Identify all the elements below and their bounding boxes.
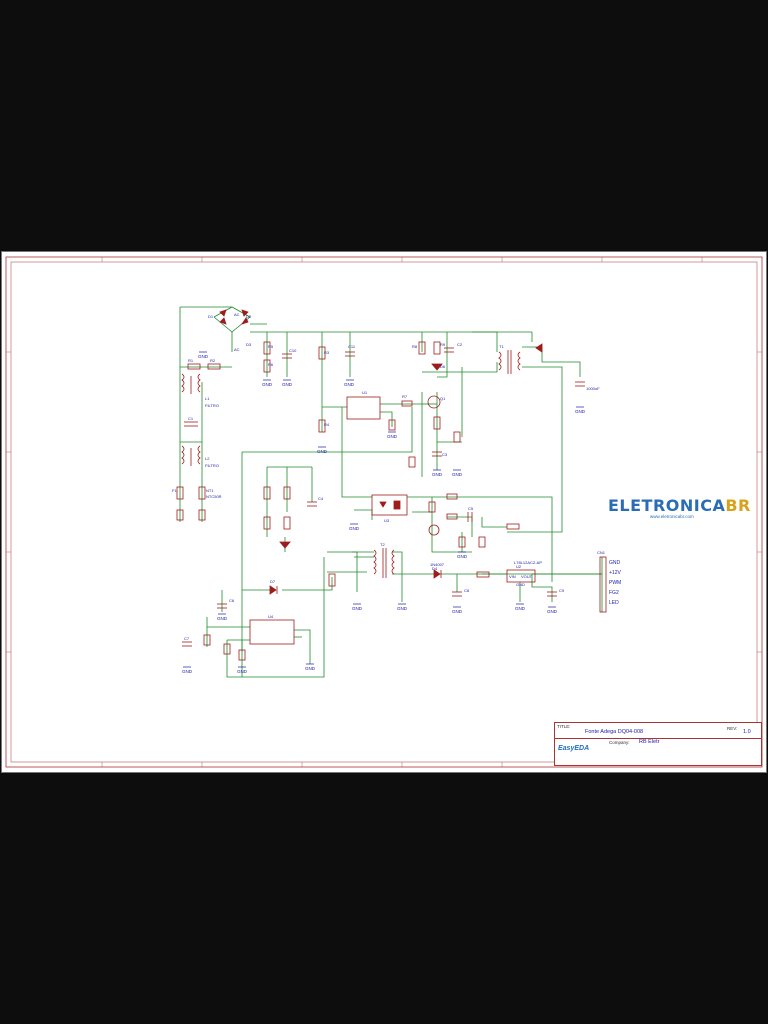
- u2-pin-vin: VIN: [509, 574, 516, 579]
- ref-c11: C11: [348, 344, 356, 349]
- watermark-text: ELETRONICA: [608, 496, 726, 515]
- gnd-label: GND: [575, 409, 586, 414]
- title-block-divider: [555, 738, 761, 739]
- gnd-label: GND: [397, 606, 408, 611]
- ref-c10: C10: [289, 348, 297, 353]
- value-l1: FILTRO: [205, 403, 219, 408]
- component-symbols: [176, 309, 607, 661]
- ref-l1: L1: [205, 396, 210, 401]
- connector-cn1: CN1 GND +12V PWM FG2 LED: [597, 550, 621, 606]
- ground-symbols: [183, 351, 584, 668]
- easyeda-logo: EasyEDA: [558, 745, 590, 752]
- schematic-sheet: D1 D2 D3 D4 R1 R2 L1 L2 C1 F1 NT1 C10 C1…: [2, 252, 766, 772]
- ref-nt1: NT1: [206, 488, 214, 493]
- connector-pin-gnd: GND: [609, 560, 621, 566]
- gnd-label: GND: [452, 472, 463, 477]
- value-l2: FILTRO: [205, 463, 219, 468]
- ref-r3: R3: [324, 350, 330, 355]
- ref-r6: R6: [268, 362, 274, 367]
- gnd-label: GND: [305, 666, 316, 671]
- ref-l2: L2: [205, 456, 210, 461]
- gnd-label: GND: [352, 606, 363, 611]
- connector-pin-12v: +12V: [609, 570, 621, 576]
- gnd-label: GND: [317, 449, 328, 454]
- rev-label: REV:: [727, 726, 738, 731]
- ref-r2: R2: [210, 358, 216, 363]
- ref-u3: U3: [384, 518, 390, 523]
- ref-d3: D3: [246, 342, 252, 347]
- value-u2: L78L12ACZ-AP: [514, 560, 542, 565]
- title-block: TITLE: Fonte Adega DQ04-008 Company: RB …: [554, 722, 762, 766]
- ref-r8: R8: [412, 344, 418, 349]
- gnd-label: GND: [198, 354, 209, 359]
- part-values: AC AC FILTRO FILTRO NTC50R 1N4007 L78L12…: [205, 312, 600, 587]
- ref-r7: R7: [402, 394, 408, 399]
- inner-frame: [10, 261, 758, 763]
- connector-pin-led: LED: [609, 600, 619, 606]
- watermark-suffix: BR: [725, 496, 751, 515]
- gnd-label: GND: [217, 616, 228, 621]
- ref-f1: F1: [172, 488, 177, 493]
- ref-c3: C3: [442, 452, 448, 457]
- designator-labels: D1 D2 D3 D4 R1 R2 L1 L2 C1 F1 NT1 C10 C1…: [172, 314, 565, 641]
- ref-d6: D6: [440, 364, 446, 369]
- watermark-logo: ELETRONICABR: [608, 496, 751, 515]
- gnd-labels: GND GND GND GND GND GND GND GND GND GND …: [182, 354, 586, 674]
- title-value: Fonte Adega DQ04-008: [585, 729, 644, 735]
- value-nt1: NTC50R: [206, 494, 222, 499]
- ref-u2: U2: [516, 564, 522, 569]
- gnd-label: GND: [182, 669, 193, 674]
- watermark-url: www.eletronicabr.com: [650, 514, 694, 519]
- gnd-label: GND: [547, 609, 558, 614]
- ref-d4: D4: [432, 566, 438, 571]
- ref-r4: R4: [324, 422, 330, 427]
- gnd-label: GND: [282, 382, 293, 387]
- ref-t2: T2: [380, 542, 385, 547]
- title-label: TITLE:: [557, 724, 571, 729]
- u2-pin-gnd: GND: [516, 582, 525, 587]
- bridge-ac-bottom: AC: [234, 347, 240, 352]
- ref-c4: C4: [318, 496, 324, 501]
- gnd-label: GND: [457, 554, 468, 559]
- company-value: RB Eletr: [639, 739, 660, 745]
- company-label: Company:: [609, 740, 630, 745]
- ref-q1: Q1: [440, 396, 446, 401]
- gnd-label: GND: [432, 472, 443, 477]
- ref-t1: T1: [499, 344, 504, 349]
- value-c-out: 1000uF: [586, 386, 600, 391]
- ref-c2: C2: [457, 342, 463, 347]
- ref-c8: C8: [464, 588, 470, 593]
- gnd-label: GND: [452, 609, 463, 614]
- connector-pin-pwm: PWM: [609, 580, 621, 586]
- gnd-label: GND: [262, 382, 273, 387]
- ref-c6: C6: [229, 598, 235, 603]
- ref-c1: C1: [188, 416, 194, 421]
- ref-c7: C7: [184, 636, 190, 641]
- ref-r9: R9: [440, 342, 446, 347]
- ref-d2: D2: [246, 314, 252, 319]
- rev-value: 1.0: [743, 729, 751, 735]
- connector-pin-fg2: FG2: [609, 590, 619, 596]
- u2-pin-vout: VOUT: [521, 574, 533, 579]
- gnd-label: GND: [349, 526, 360, 531]
- connector-ref: CN1: [597, 550, 606, 555]
- ref-r5: R5: [268, 344, 274, 349]
- gnd-label: GND: [387, 434, 398, 439]
- ref-c9: C9: [559, 588, 565, 593]
- wires: [179, 306, 603, 678]
- ref-r1: R1: [188, 358, 194, 363]
- schematic-drawing: D1 D2 D3 D4 R1 R2 L1 L2 C1 F1 NT1 C10 C1…: [5, 256, 763, 768]
- ref-u4: U4: [268, 614, 274, 619]
- ref-d1: D1: [208, 314, 214, 319]
- value-d4: 1N4007: [430, 562, 445, 567]
- ref-d7: D7: [270, 579, 276, 584]
- ref-c5: C5: [468, 506, 474, 511]
- bridge-ac-top: AC: [234, 312, 240, 317]
- gnd-label: GND: [515, 606, 526, 611]
- ref-u1: U1: [362, 390, 368, 395]
- frame-ticks: [6, 257, 762, 767]
- gnd-label: GND: [237, 669, 248, 674]
- gnd-label: GND: [344, 382, 355, 387]
- outer-frame: [5, 256, 763, 768]
